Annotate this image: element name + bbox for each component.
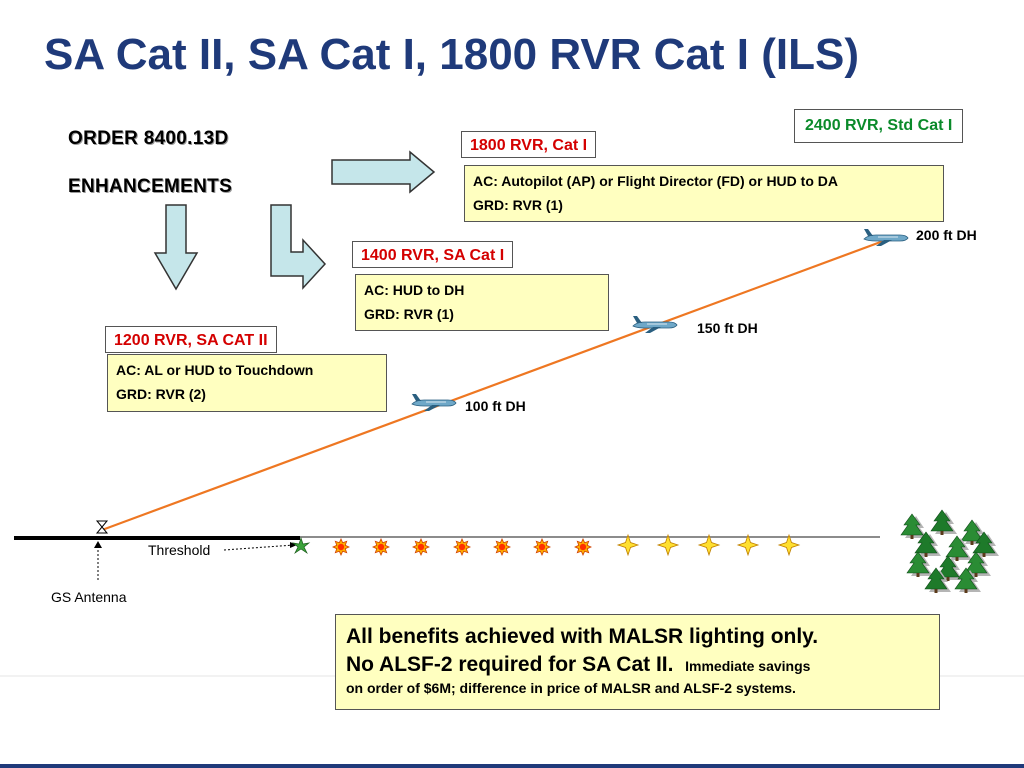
sa-cat1-ac: AC: HUD to DH: [364, 282, 465, 298]
sa-cat2-ac: AC: AL or HUD to Touchdown: [116, 362, 314, 378]
threshold-leader: [223, 544, 295, 551]
approach-light-icon: [736, 533, 760, 557]
trees-icon: [900, 509, 999, 593]
page-title: SA Cat II, SA Cat I, 1800 RVR Cat I (ILS…: [44, 30, 860, 79]
dh-200-label: 200 ft DH: [916, 227, 977, 243]
footer-bar: [0, 764, 1024, 768]
sa-cat1-grd: GRD: RVR (1): [364, 306, 454, 322]
benefits-line2: No ALSF-2 required for SA Cat II.: [346, 653, 674, 676]
sa-cat2-details: AC: AL or HUD to Touchdown GRD: RVR (2): [107, 354, 387, 412]
sa-cat2-grd: GRD: RVR (2): [116, 386, 206, 402]
benefits-callout: All benefits achieved with MALSR lightin…: [335, 614, 940, 710]
bent-arrow-to-sa-cat1: [270, 204, 327, 290]
cat1-1800-grd: GRD: RVR (1): [473, 197, 563, 213]
gs-antenna-icon: [94, 520, 109, 582]
dh-150-label: 150 ft DH: [697, 320, 758, 336]
glide-path: [101, 238, 887, 532]
approach-light-icon: [493, 538, 511, 556]
approach-light-icon: [574, 538, 592, 556]
approach-light-icon: [372, 538, 390, 556]
sa-cat2-label: 1200 RVR, SA CAT II: [105, 326, 277, 353]
benefits-note-b: on order of $6M; difference in price of …: [346, 680, 796, 696]
airplane-icon: [411, 394, 457, 411]
right-arrow-to-cat1: [331, 150, 436, 194]
airplane-icon: [632, 316, 678, 333]
benefits-note-a: Immediate savings: [685, 658, 811, 674]
airplane-icon: [863, 229, 909, 246]
sa-cat1-details: AC: HUD to DH GRD: RVR (1): [355, 274, 609, 331]
order-title: ORDER 8400.13D: [68, 128, 229, 149]
cat1-1800-label: 1800 RVR, Cat I: [461, 131, 597, 158]
down-arrow-to-sa-cat2: [153, 204, 199, 291]
threshold-label: Threshold: [148, 542, 211, 558]
enhancements-title: ENHANCEMENTS: [68, 176, 233, 197]
cat1-1800-details: AC: Autopilot (AP) or Flight Director (F…: [464, 165, 944, 222]
benefits-line1: All benefits achieved with MALSR lightin…: [346, 625, 819, 648]
approach-light-icon: [332, 538, 350, 556]
threshold-light-icon: [291, 536, 311, 555]
approach-light-icon: [616, 533, 640, 557]
cat1-1800-ac: AC: Autopilot (AP) or Flight Director (F…: [473, 173, 838, 189]
approach-light-icon: [697, 533, 721, 557]
sa-cat1-label: 1400 RVR, SA Cat I: [352, 241, 514, 268]
gs-antenna-label: GS Antenna: [51, 589, 127, 605]
approach-light-icon: [656, 533, 680, 557]
approach-light-icon: [453, 538, 471, 556]
dh-100-label: 100 ft DH: [465, 398, 526, 414]
std-cat1-label: 2400 RVR, Std Cat I: [794, 109, 964, 143]
approach-light-icon: [533, 538, 551, 556]
approach-light-icon: [777, 533, 801, 557]
approach-light-icon: [412, 538, 430, 556]
